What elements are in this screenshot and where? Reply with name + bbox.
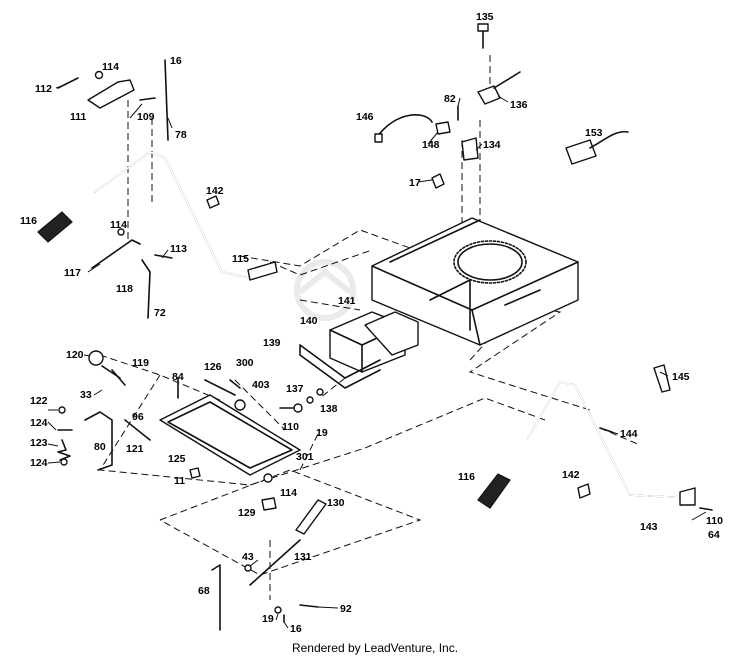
right-handle-116: [477, 381, 696, 509]
callout-144: 144: [620, 428, 638, 440]
callout-139: 139: [263, 337, 281, 349]
hardware: [206, 195, 713, 511]
callout-129: 129: [238, 507, 256, 519]
callout-80: 80: [94, 441, 106, 453]
callout-131: 131: [294, 551, 312, 563]
callout-145: 145: [672, 371, 690, 383]
callout-113: 113: [170, 243, 187, 255]
callout-114: 114: [102, 61, 119, 73]
callout-labels: 112 114 16 111 109 78 135 82 136 146 134…: [20, 11, 723, 635]
callout-143: 143: [640, 521, 658, 533]
mounting-plate-125: [159, 377, 301, 511]
callout-130: 130: [327, 497, 345, 509]
callout-148: 148: [422, 139, 440, 151]
callout-64: 64: [708, 529, 720, 541]
callout-111: 111: [70, 111, 87, 123]
callout-300: 300: [236, 357, 254, 369]
callout-16: 16: [290, 623, 302, 635]
chassis-frame: [371, 217, 579, 346]
electrical-parts: [374, 23, 629, 189]
callout-114: 114: [280, 487, 297, 499]
callout-19: 19: [316, 427, 328, 439]
callout-119: 119: [132, 357, 149, 369]
callout-137: 137: [286, 383, 304, 395]
callout-11: 11: [174, 475, 185, 487]
callout-92: 92: [340, 603, 352, 615]
callout-17: 17: [409, 177, 421, 189]
watermark: [294, 259, 356, 321]
callout-153: 153: [585, 127, 603, 139]
leader-lines: [47, 85, 707, 629]
callout-123: 123: [30, 437, 48, 449]
callout-117: 117: [64, 267, 81, 279]
lower-controls: [211, 499, 327, 631]
callout-110: 110: [282, 421, 299, 433]
callout-118: 118: [116, 283, 133, 295]
callout-141: 141: [338, 295, 356, 307]
callout-134: 134: [483, 139, 501, 151]
callout-125: 125: [168, 453, 186, 465]
callout-146: 146: [356, 111, 374, 123]
callout-121: 121: [126, 443, 144, 455]
callout-135: 135: [476, 11, 494, 23]
left-linkage: [57, 350, 151, 471]
callout-110: 110: [706, 515, 723, 527]
callout-78: 78: [175, 129, 187, 141]
callout-136: 136: [510, 99, 528, 111]
callout-403: 403: [252, 379, 270, 391]
callout-33: 33: [80, 389, 92, 401]
callout-109: 109: [137, 111, 155, 123]
callout-126: 126: [204, 361, 222, 373]
callout-122: 122: [30, 395, 48, 407]
callout-116: 116: [20, 215, 37, 227]
callout-16: 16: [170, 55, 182, 67]
callout-124: 124: [30, 457, 48, 469]
callout-140: 140: [300, 315, 318, 327]
callout-82: 82: [444, 93, 456, 105]
callout-301: 301: [296, 451, 314, 463]
callout-114: 114: [110, 219, 127, 231]
callout-84: 84: [172, 371, 184, 383]
callout-72: 72: [154, 307, 166, 319]
callout-116: 116: [458, 471, 475, 483]
callout-115: 115: [232, 253, 249, 265]
callout-112: 112: [35, 83, 52, 95]
callout-43: 43: [242, 551, 254, 563]
battery-assembly: [299, 311, 419, 389]
lower-control-lever: [91, 228, 173, 319]
callout-142: 142: [206, 185, 224, 197]
callout-19: 19: [262, 613, 274, 625]
callout-96: 96: [132, 411, 144, 423]
left-handle-116: [37, 151, 278, 281]
callout-138: 138: [320, 403, 338, 415]
callout-142: 142: [562, 469, 580, 481]
callout-120: 120: [66, 349, 84, 361]
footer-credit: Rendered by LeadVenture, Inc.: [292, 641, 458, 655]
callout-124: 124: [30, 417, 48, 429]
callout-68: 68: [198, 585, 210, 597]
